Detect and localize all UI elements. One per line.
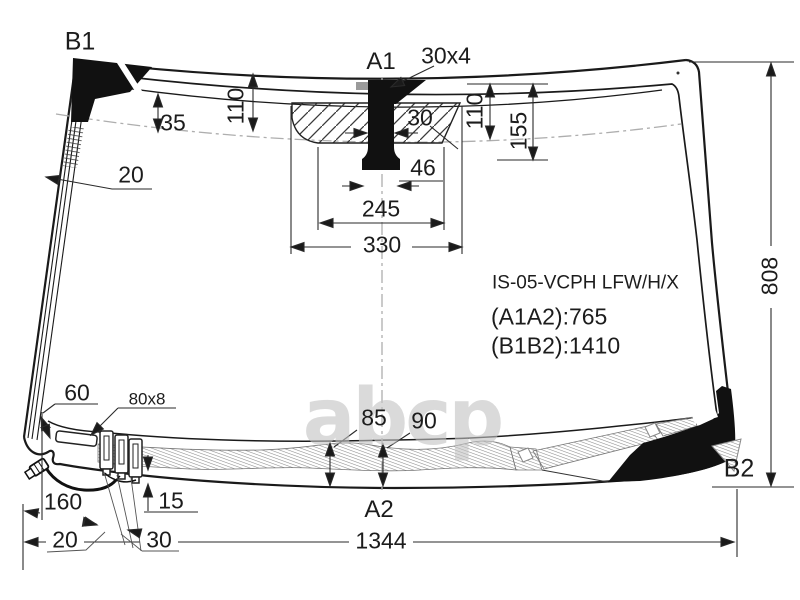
- b2-white-notch: [692, 409, 718, 424]
- band-stub: [655, 416, 698, 437]
- label-point-b1: B1: [64, 27, 96, 56]
- label-dim-110-mid: 110: [461, 92, 488, 130]
- tab-2-foot: [117, 472, 126, 480]
- band-fold-diamond-right: [644, 422, 661, 438]
- label-distance-a1a2: (A1A2):765: [491, 303, 608, 330]
- label-point-b2: B2: [723, 454, 755, 483]
- label-point-a1: A1: [366, 48, 396, 75]
- wire-plug: [23, 457, 50, 480]
- band-bottom-line: [541, 469, 609, 483]
- dim-330-lines: [290, 106, 463, 254]
- left-edge-outer: [22, 60, 78, 438]
- dim-808-lines: [689, 61, 794, 488]
- label-dim-155: 155: [505, 111, 532, 151]
- connector-area: [23, 430, 143, 492]
- dim-245-lines: [317, 147, 445, 230]
- b1-white-gap: [115, 57, 144, 97]
- b2-triangle-hatch: [711, 438, 742, 473]
- connector-tabs: [99, 430, 143, 484]
- label-dim-110-left: 110: [222, 87, 249, 125]
- label-dim-808: 808: [756, 256, 783, 296]
- left-edge-line2: [27, 61, 81, 439]
- bottom-edge: [22, 436, 723, 490]
- label-dim-30-bracket: 30: [407, 104, 433, 131]
- dim-80x8-leader: [92, 407, 176, 434]
- label-dim-80x8: 80x8: [128, 389, 166, 409]
- label-distance-b1b2: (B1B2):1410: [491, 332, 621, 359]
- label-dim-20-bottom: 20: [52, 526, 78, 553]
- label-dim-90: 90: [411, 407, 437, 434]
- reference-dot: [676, 71, 680, 75]
- band-fold-diamond-left: [517, 447, 534, 463]
- b2-black-patch: [608, 386, 736, 482]
- label-dim-20-top: 20: [118, 161, 144, 188]
- label-dim-1344: 1344: [355, 527, 407, 554]
- b1-corner-frit: [63, 57, 152, 168]
- label-point-a2: A2: [364, 496, 394, 523]
- label-dim-160: 160: [43, 488, 83, 515]
- b1-black-patch: [71, 58, 152, 122]
- left-edge-stripes: [63, 127, 84, 168]
- left-edge-line3: [31, 62, 85, 440]
- dim-20-top-leader: [45, 176, 152, 190]
- heater-band: [97, 416, 698, 483]
- band-main: [97, 440, 517, 472]
- wire: [44, 467, 118, 492]
- label-dim-30-bottom: 30: [146, 526, 172, 553]
- dimension-lines: [22, 61, 794, 570]
- tab-1-slot: [103, 435, 110, 461]
- right-edge-outer: [685, 58, 736, 446]
- glass-outline: [22, 58, 736, 490]
- dim-110-155-lines: [467, 83, 548, 161]
- tab-leader-lines: [46, 471, 179, 553]
- mirror-bracket: [362, 80, 426, 170]
- label-dim-85: 85: [361, 404, 387, 431]
- label-dim-46: 46: [410, 154, 436, 181]
- label-dim-35: 35: [160, 109, 186, 136]
- label-dim-330: 330: [362, 231, 402, 258]
- label-part-number: IS-05-VCPH LFW/H/X: [492, 272, 679, 294]
- b2-corner-frit: [608, 386, 742, 482]
- label-dim-60: 60: [64, 379, 90, 406]
- slot-80x8: [55, 430, 98, 447]
- label-dim-15: 15: [158, 487, 184, 514]
- right-edge-inner: [86, 71, 720, 431]
- label-dim-245: 245: [361, 195, 401, 222]
- tab-3-slot: [132, 443, 139, 469]
- tab-2-slot: [118, 439, 125, 465]
- label-dim-30x4: 30x4: [421, 42, 471, 69]
